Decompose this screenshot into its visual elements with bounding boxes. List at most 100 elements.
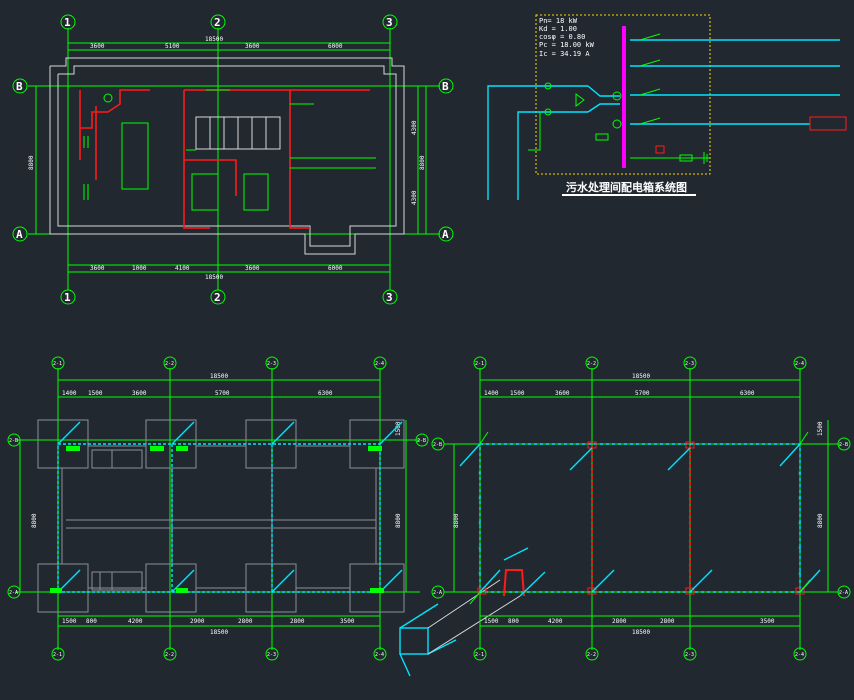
fd-top-dim-1: 1400 — [62, 390, 77, 397]
gp-top-dim-5: 6300 — [740, 390, 755, 397]
pump-2 — [243, 173, 269, 211]
gp-top-dim-4: 5700 — [635, 390, 650, 397]
fp-axis-2-bottom: 2 — [214, 291, 221, 304]
fd-axis-top-3: 2-3 — [267, 361, 276, 367]
svg-text:×: × — [798, 545, 802, 552]
fp-bottom-dim-5: 6000 — [328, 265, 343, 272]
svg-text:×: × — [478, 470, 482, 477]
gp-axis-top-2: 2-2 — [587, 361, 596, 367]
fp-axis-1-top: 1 — [64, 16, 71, 29]
floor-plan: 3600 5100 3600 6000 18500 3600 1000 4100… — [12, 14, 454, 305]
foundation-plan: 18500 1400 1500 3600 5700 6300 1500 800 … — [7, 356, 521, 677]
fp-axis-a-right: A — [442, 228, 449, 241]
fd-top-dim-2: 1500 — [88, 390, 103, 397]
gp-bottom-dim-6: 3500 — [760, 618, 775, 625]
fp-top-dim-3: 3600 — [245, 43, 260, 50]
gp-top-dim-2: 1500 — [510, 390, 525, 397]
power-wiring — [79, 89, 370, 229]
fd-axis-right-b: 2-B — [417, 438, 426, 444]
svg-text:×: × — [478, 495, 482, 502]
branch-ticks — [83, 89, 376, 200]
svg-text:×: × — [478, 570, 482, 577]
param-cos: cosφ = 0.80 — [539, 33, 585, 41]
param-pn: Pn= 18 kW — [539, 17, 578, 25]
gp-axis-left-b: 2-B — [433, 442, 442, 448]
fp-right-total: 8800 — [419, 155, 426, 170]
fp-axis-bubbles: 1 2 3 1 2 3 B B A A — [12, 14, 454, 305]
fp-top-dim-2: 5100 — [165, 43, 180, 50]
fd-axis-top-2: 2-2 — [165, 361, 174, 367]
gp-bottom-dim-4: 2800 — [612, 618, 627, 625]
gp-right-dim-1: 1500 — [817, 421, 824, 436]
gp-axis-right-b: 2-B — [839, 442, 848, 448]
gp-bottom-dim-3: 4200 — [548, 618, 563, 625]
fp-right-dim-1: 4300 — [411, 120, 418, 135]
gp-axis-left-a: 2-A — [433, 590, 442, 596]
fp-axis-3-top: 3 — [386, 16, 393, 29]
fp-axis-b-left: B — [16, 80, 23, 93]
gp-axis-bottom-4: 2-4 — [795, 652, 804, 658]
fp-top-total: 18500 — [205, 36, 223, 43]
param-ic: Ic = 34.19 A — [539, 50, 590, 58]
fp-axis-3-bottom: 3 — [386, 291, 393, 304]
fd-bottom-dim-2: 800 — [86, 618, 97, 625]
param-pc: Pc = 18.00 kW — [539, 41, 595, 49]
grounding-plan: 18500 1400 1500 3600 5700 6300 1500 800 … — [431, 356, 851, 661]
fd-bottom-dim-1: 1500 — [62, 618, 77, 625]
fd-left-dim: 8800 — [31, 513, 38, 528]
svg-text:×: × — [798, 470, 802, 477]
fd-axis-bottom-3: 2-3 — [267, 652, 276, 658]
fd-axis-bottom-4: 2-4 — [375, 652, 384, 658]
gp-axis-top-4: 2-4 — [795, 361, 804, 367]
fd-right-dim-2: 8800 — [395, 513, 402, 528]
fd-bottom-dim-5: 2800 — [238, 618, 253, 625]
fp-left-dim: 8800 — [28, 155, 35, 170]
fp-bottom-total: 18500 — [205, 274, 223, 281]
fp-bottom-dim-2: 1000 — [132, 265, 147, 272]
load-box — [809, 116, 847, 131]
fp-bottom-dim-1: 3600 — [90, 265, 105, 272]
fd-axis-top-1: 2-1 — [53, 361, 62, 367]
svg-text:×: × — [798, 570, 802, 577]
gp-top-total: 18500 — [632, 373, 650, 380]
fd-axis-left-b: 2-B — [9, 438, 18, 444]
svg-text:×: × — [798, 495, 802, 502]
gp-bottom-dim-5: 2800 — [660, 618, 675, 625]
fp-bottom-dim-3: 4100 — [175, 265, 190, 272]
fp-right-dim-2: 4300 — [411, 190, 418, 205]
gp-right-dim-2: 8800 — [817, 513, 824, 528]
fd-bottom-dim-6: 2800 — [290, 618, 305, 625]
gp-axis-top-1: 2-1 — [475, 361, 484, 367]
svg-text:×: × — [798, 520, 802, 527]
gp-left-dim: 8800 — [453, 513, 460, 528]
gp-axis-top-3: 2-3 — [685, 361, 694, 367]
fd-axis-bottom-2: 2-2 — [165, 652, 174, 658]
fd-right-dim-1: 1500 — [395, 421, 402, 436]
fd-bottom-dim-3: 4200 — [128, 618, 143, 625]
equipment-tank — [121, 122, 149, 190]
fp-top-dim-4: 6000 — [328, 43, 343, 50]
fd-axis-left-a: 2-A — [9, 590, 18, 596]
fd-axis-bottom-1: 2-1 — [53, 652, 62, 658]
gp-axis-bottom-2: 2-2 — [587, 652, 596, 658]
fd-bottom-dim-4: 2900 — [190, 618, 205, 625]
fp-axis-2-top: 2 — [214, 16, 221, 29]
fd-top-dim-5: 6300 — [318, 390, 333, 397]
gp-axis-bottom-3: 2-3 — [685, 652, 694, 658]
fd-bottom-total: 18500 — [210, 629, 228, 636]
gp-top-dim-3: 3600 — [555, 390, 570, 397]
pump-1 — [191, 173, 219, 211]
gp-top-dim-1: 1400 — [484, 390, 499, 397]
fp-axis-1-bottom: 1 — [64, 291, 71, 304]
param-kd: Kd = 1.00 — [539, 25, 577, 33]
fp-top-dim-1: 3600 — [90, 43, 105, 50]
gp-axis-bottom-1: 2-1 — [475, 652, 484, 658]
gp-bottom-dim-1: 1500 — [484, 618, 499, 625]
light-fixture — [103, 93, 113, 103]
fd-top-total: 18500 — [210, 373, 228, 380]
fp-bottom-dim-4: 3600 — [245, 265, 260, 272]
gp-axis-right-a: 2-A — [839, 590, 848, 596]
fp-axis-a-left: A — [16, 228, 23, 241]
gp-bottom-total: 18500 — [632, 629, 650, 636]
